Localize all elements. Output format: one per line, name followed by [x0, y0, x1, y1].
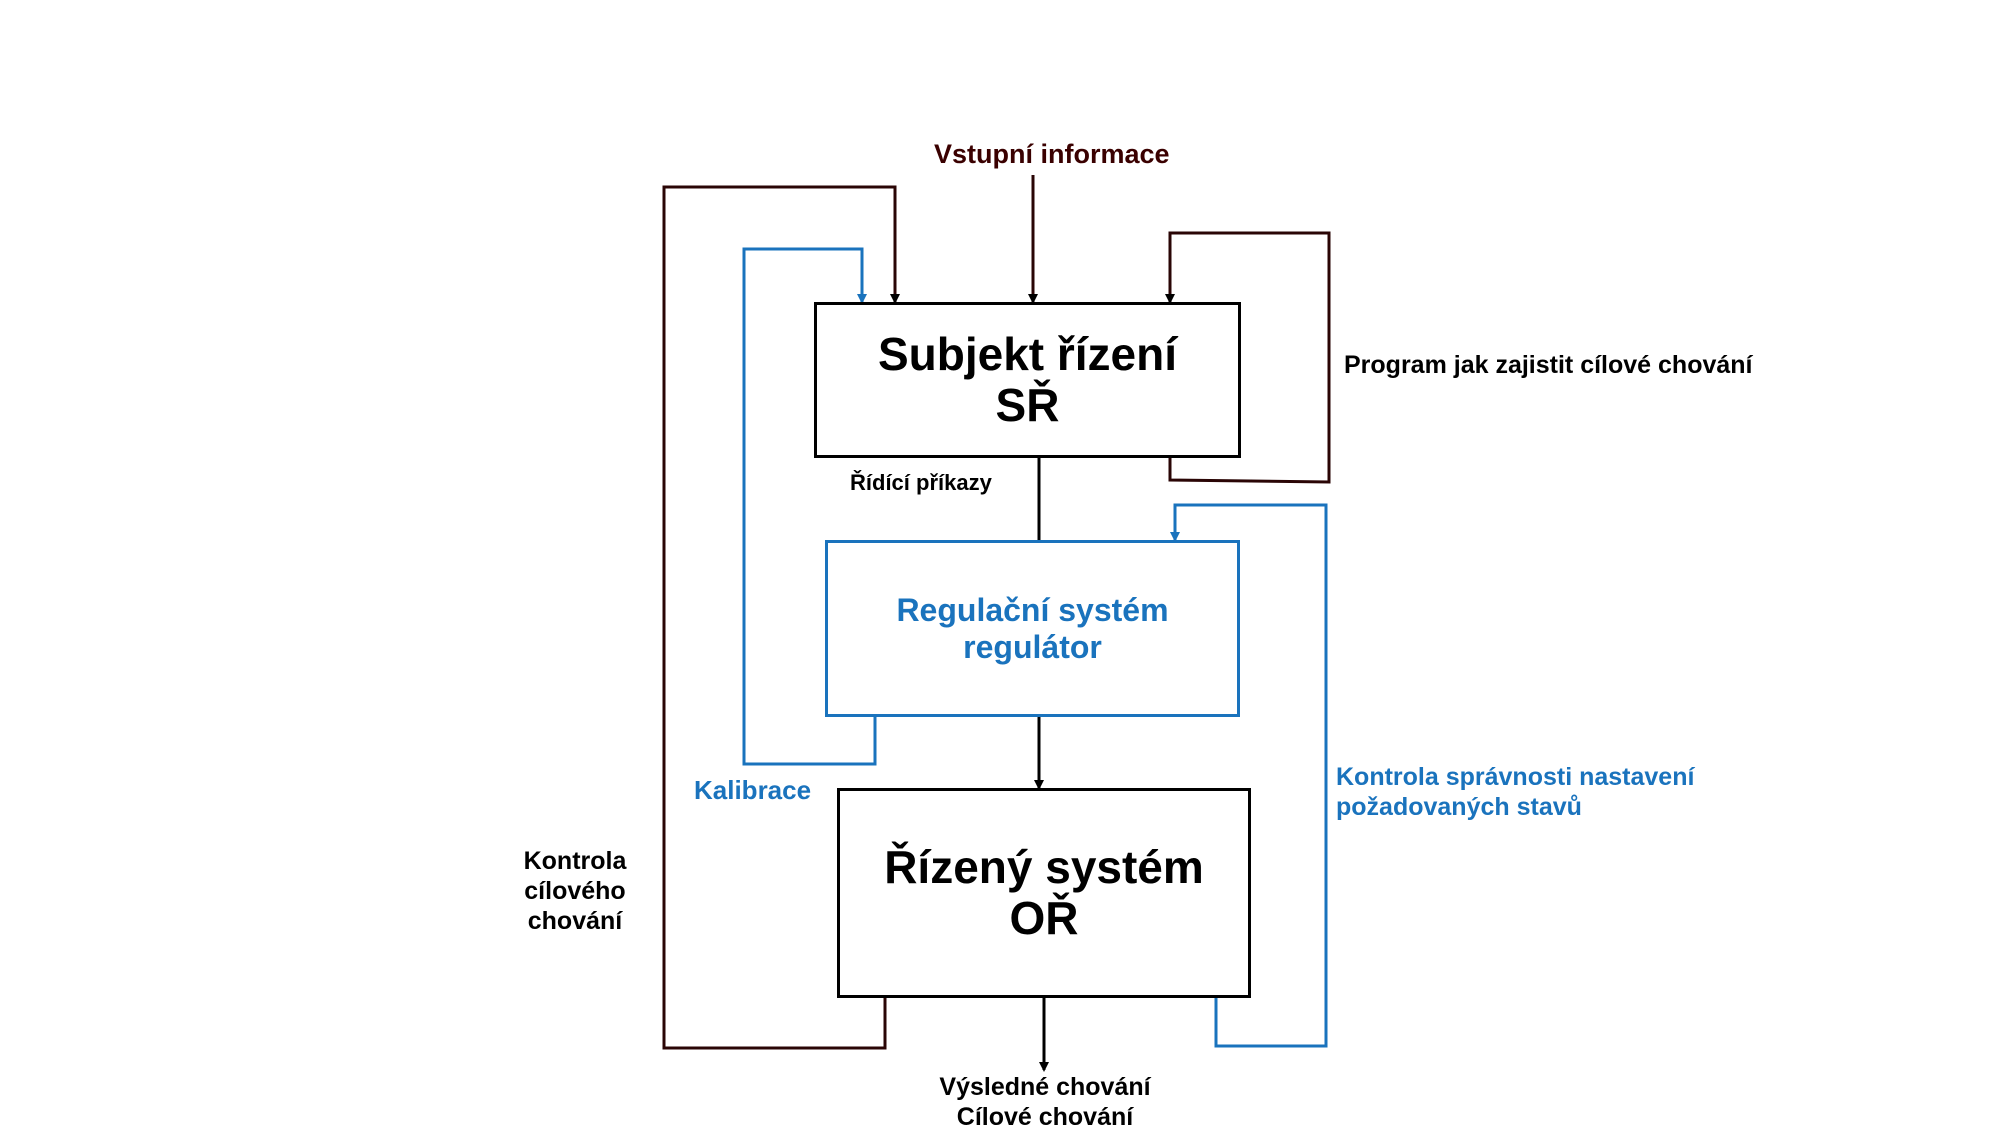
settings-check-label: Kontrola správnosti nastavení požadovaný… [1336, 762, 1694, 822]
program-loop [1165, 231, 1331, 484]
controlled-system-abbr: OŘ [1009, 892, 1079, 944]
settings-check-line2: požadovaných stavů [1336, 793, 1582, 821]
subject-box[interactable]: Subjekt řízení SŘ [814, 302, 1241, 458]
commands-label: Řídící příkazy [850, 470, 992, 495]
goal-check-line3: chování [527, 907, 623, 935]
subject-title: Subjekt řízení [877, 328, 1178, 381]
input-label: Vstupní informace [934, 139, 1170, 169]
output-label: Výsledné chování Cílové chování [920, 1072, 1170, 1132]
goal-check-label: Kontrola cílového chování [520, 846, 630, 936]
calibration-label: Kalibrace [694, 775, 812, 805]
program-label: Program jak zajistit cílové chování [1344, 351, 1753, 379]
output-line1: Výsledné chování [939, 1073, 1151, 1101]
regulator-subtitle: regulátor [963, 628, 1102, 665]
controlled-system-title: Řízený systém [884, 841, 1204, 894]
goal-check-line2: cílového [524, 877, 626, 905]
regulator-title: Regulační systém [896, 591, 1169, 628]
calibration-loop [742, 247, 877, 766]
goal-feedback-loop [662, 185, 900, 1050]
output-line2: Cílové chování [956, 1103, 1134, 1131]
controlled-system-box[interactable]: Řízený systém OŘ [837, 788, 1251, 998]
settings-check-loop [1170, 503, 1328, 1048]
regulator-box[interactable]: Regulační systém regulátor [825, 540, 1240, 717]
settings-check-line1: Kontrola správnosti nastavení [1336, 763, 1695, 791]
subject-abbr: SŘ [995, 379, 1060, 431]
goal-check-line1: Kontrola [523, 847, 627, 875]
